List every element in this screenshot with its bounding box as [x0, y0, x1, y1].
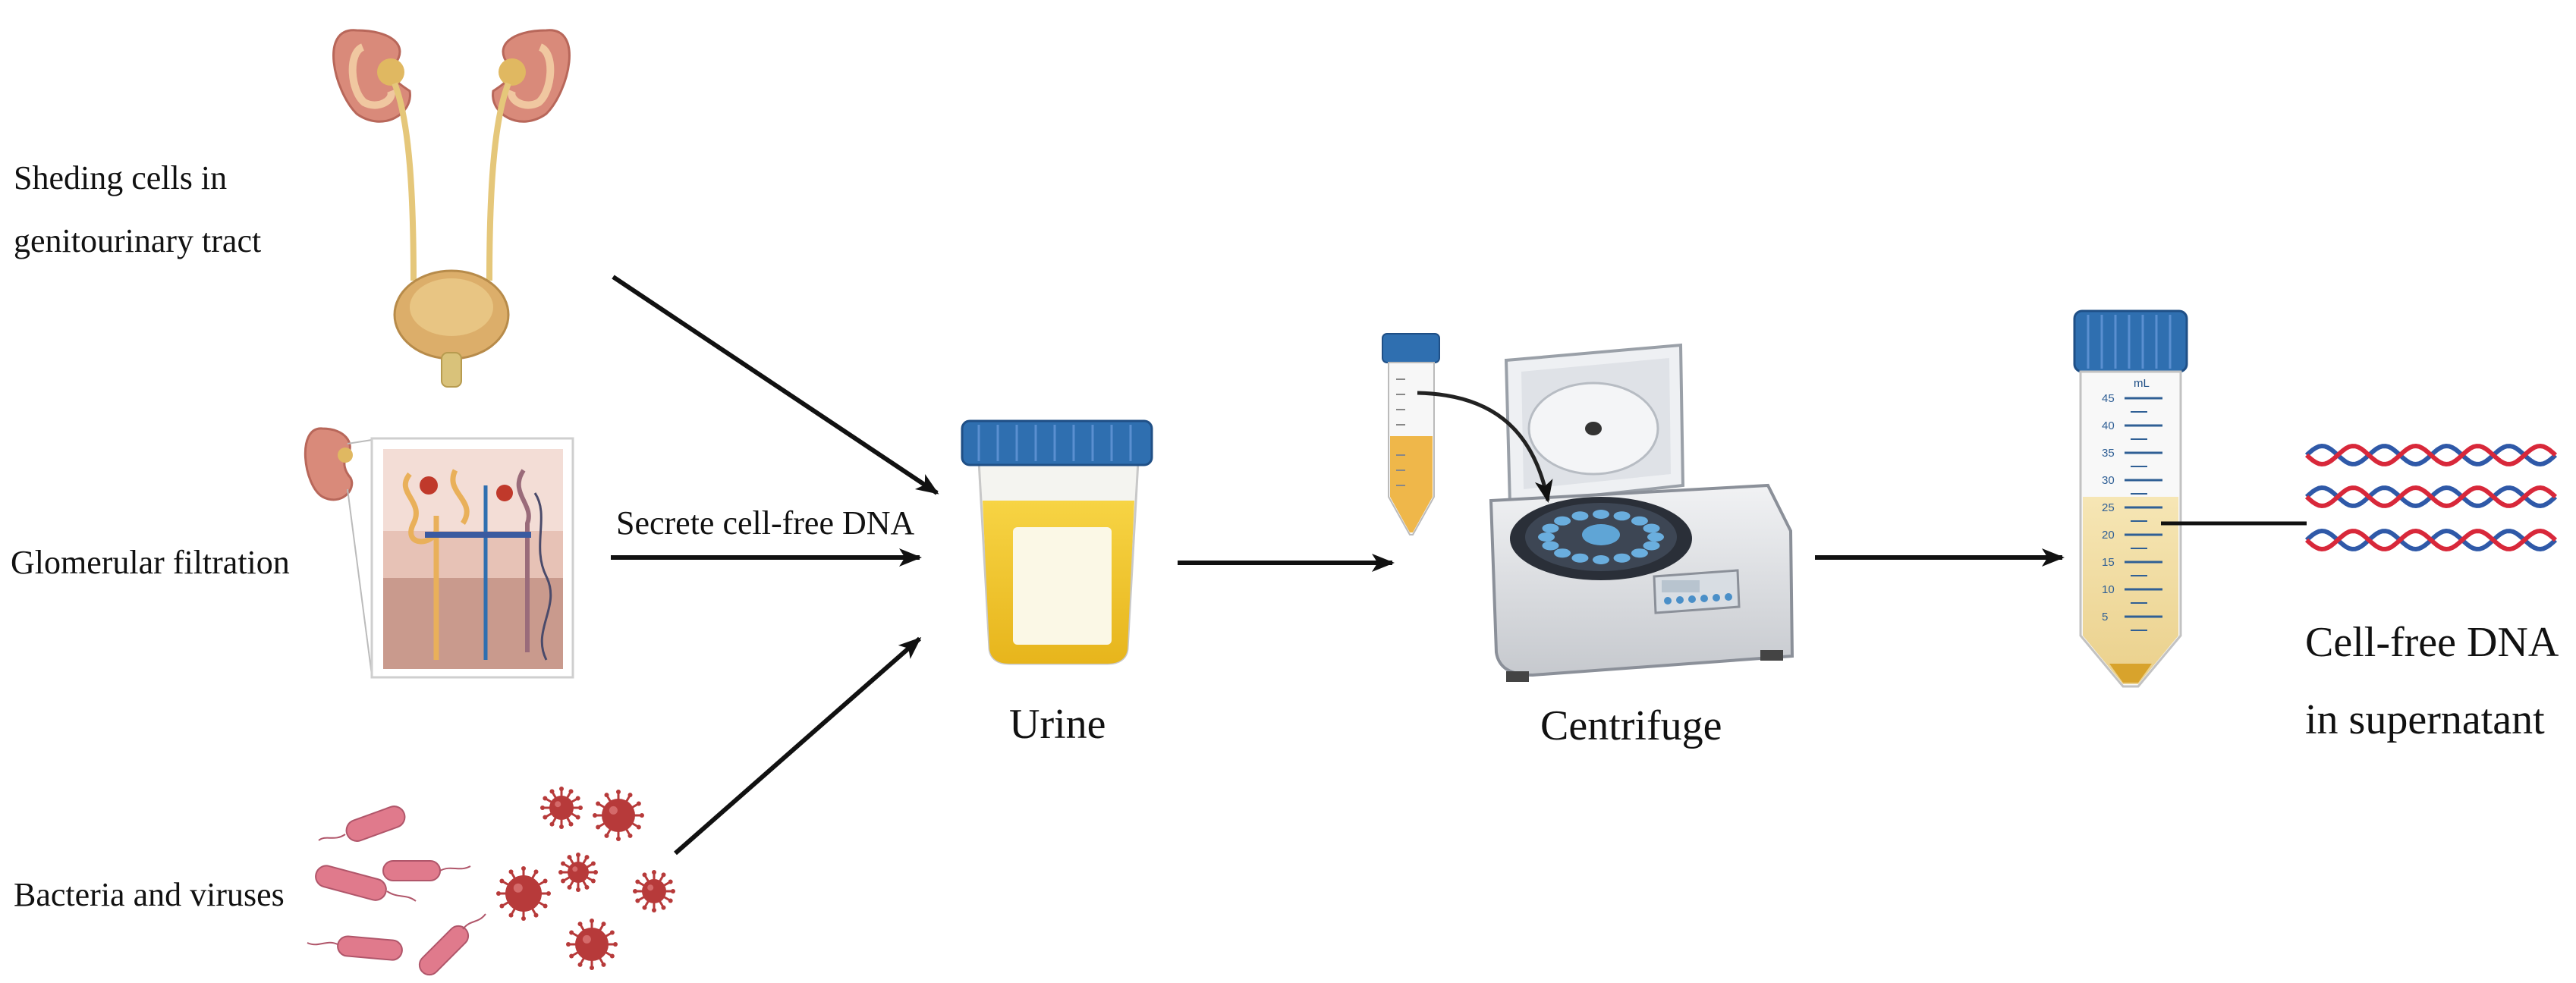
large-tube-icon: 45 40 35 30 25 20 15 10 5 mL	[2073, 309, 2188, 688]
rotor-slot	[1631, 548, 1648, 558]
dna-strand-pair	[2304, 443, 2558, 467]
label-secrete: Secrete cell-free DNA	[616, 504, 915, 542]
tube-unit-label: mL	[2134, 377, 2150, 390]
tube-tick-label: 40	[2102, 419, 2115, 432]
arrow-shedding-to-urine	[612, 275, 939, 495]
rotor-slot	[1538, 532, 1555, 542]
rotor-slot	[1571, 553, 1589, 563]
tube-tick-label: 10	[2102, 583, 2115, 596]
label-urine: Urine	[1009, 701, 1106, 748]
tube-tick-label: 20	[2102, 529, 2115, 542]
rotor-slot	[1542, 523, 1559, 533]
tube-tick-label: 15	[2102, 556, 2115, 569]
rotor-slot	[1613, 511, 1631, 521]
tube-tick-label: 25	[2102, 501, 2115, 514]
rotor-slot	[1571, 511, 1589, 521]
tube-tick-label: 35	[2102, 447, 2115, 460]
rotor-slot	[1643, 541, 1660, 551]
tube-tick-label: 45	[2102, 392, 2115, 405]
virus-icon	[593, 790, 644, 841]
urine-container-icon	[961, 419, 1153, 665]
virus-icon	[496, 866, 551, 921]
virus-icon	[558, 853, 598, 892]
rotor-slot	[1643, 523, 1660, 533]
tube-tick-label: 5	[2102, 611, 2108, 623]
bacteria-icon	[307, 806, 486, 976]
virus-icon	[566, 919, 618, 970]
centrifuge-icon	[1417, 343, 1794, 682]
rotor-slot	[1631, 516, 1648, 526]
label-result-line1: Cell-free DNA	[2305, 619, 2559, 666]
viruses-icon	[496, 787, 675, 970]
label-centrifuge: Centrifuge	[1540, 702, 1722, 749]
urinary-tract-icon	[332, 29, 571, 388]
rotor-slot	[1554, 548, 1571, 558]
label-shedding-line2: genitourinary tract	[14, 222, 262, 259]
virus-icon	[540, 787, 583, 829]
label-shedding-line1: Sheding cells in	[14, 159, 228, 196]
dna-strand-pair	[2304, 485, 2558, 509]
label-result-line2: in supernatant	[2305, 696, 2545, 743]
virus-icon	[633, 870, 675, 912]
tube-tick-label: 30	[2102, 474, 2115, 487]
arrow-bacteria-to-urine	[674, 636, 922, 856]
rotor-slot	[1593, 555, 1609, 564]
rotor-slot	[1542, 541, 1559, 551]
small-tube-icon	[1382, 333, 1440, 535]
nephron-icon	[304, 427, 574, 679]
rotor-slot	[1593, 510, 1609, 519]
label-bacteria: Bacteria and viruses	[14, 876, 285, 913]
dna-helix-icon	[2304, 443, 2558, 552]
rotor-slot	[1647, 532, 1664, 542]
rotor-slot	[1613, 553, 1631, 563]
dna-strand-pair	[2304, 528, 2558, 552]
rotor-slot	[1554, 516, 1571, 526]
label-glomerular: Glomerular filtration	[11, 544, 290, 581]
